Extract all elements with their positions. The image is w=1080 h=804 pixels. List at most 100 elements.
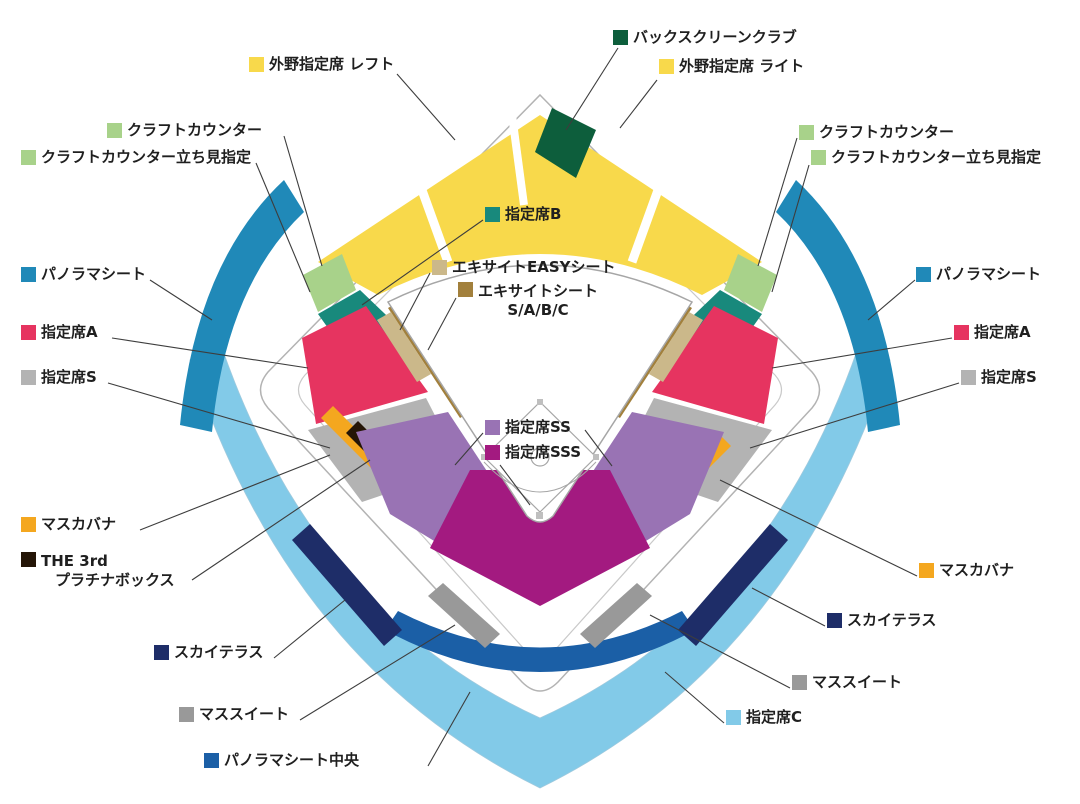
swatch-rect xyxy=(107,122,122,138)
label-text: クラフトカウンター立ち見指定 xyxy=(41,148,252,166)
swatch-rect xyxy=(154,644,169,660)
swatch-rect xyxy=(485,206,500,222)
leader-line xyxy=(283,135,323,267)
color-swatch xyxy=(613,29,628,45)
region-panorama-left[interactable] xyxy=(180,180,304,432)
label-mas-suite-right: マススイート xyxy=(792,673,902,692)
region-shitei-a-left[interactable] xyxy=(302,306,428,424)
label-text-group: THE 3rd プラチナボックス xyxy=(41,552,175,590)
leader-line xyxy=(111,337,309,369)
region-mas-suite-left[interactable] xyxy=(428,583,500,648)
field-outline xyxy=(386,264,694,523)
color-swatch xyxy=(154,644,169,660)
leader-line xyxy=(396,73,456,141)
label-shitei-s-right: 指定席S xyxy=(961,368,1037,387)
label-text: マススイート xyxy=(812,673,903,691)
region-sky-terrace-left[interactable] xyxy=(292,524,402,646)
label-text-line1: エキサイトシート xyxy=(478,282,599,300)
swatch-rect xyxy=(21,516,36,532)
label-text-line1: THE 3rd xyxy=(41,552,108,570)
region-mas-suite-right[interactable] xyxy=(580,583,652,648)
label-shitei-ss: 指定席SS xyxy=(485,418,571,437)
aisle-gap xyxy=(409,166,453,264)
label-text: 外野指定席 ライト xyxy=(679,57,805,75)
label-mas-cabana-right: マスカバナ xyxy=(919,561,1014,580)
label-craft-standing-left: クラフトカウンター立ち見指定 xyxy=(21,148,251,167)
region-craft-counter-left[interactable] xyxy=(303,254,356,312)
label-panorama-right: パノラマシート xyxy=(916,265,1041,284)
region-shitei-sss[interactable] xyxy=(430,470,650,606)
swatch-rect xyxy=(249,56,264,72)
label-text: 指定席A xyxy=(41,323,98,341)
region-excite-easy-right[interactable] xyxy=(649,312,703,382)
swatch-rect xyxy=(792,674,807,690)
label-mas-cabana-left: マスカバナ xyxy=(21,515,116,534)
label-text-line2: プラチナボックス xyxy=(55,570,175,589)
label-craft-counter-left: クラフトカウンター xyxy=(107,121,262,140)
swatch-rect xyxy=(21,552,36,567)
color-swatch xyxy=(726,709,741,725)
region-backscreen-club[interactable] xyxy=(535,108,596,178)
region-shitei-a-right[interactable] xyxy=(652,306,778,424)
swatch-rect xyxy=(485,444,500,460)
label-text: マスカバナ xyxy=(41,515,117,533)
label-text: パノラマシート xyxy=(41,265,147,283)
region-sky-terrace-right[interactable] xyxy=(678,524,788,646)
label-text: バックスクリーンクラブ xyxy=(633,28,797,46)
leader-line xyxy=(427,297,457,351)
color-swatch xyxy=(21,552,36,567)
color-swatch xyxy=(458,282,473,297)
color-swatch xyxy=(21,149,36,165)
color-swatch xyxy=(485,419,500,435)
swatch-rect xyxy=(21,324,36,340)
label-shitei-sss: 指定席SSS xyxy=(485,443,581,462)
color-swatch xyxy=(659,58,674,74)
color-swatch xyxy=(792,674,807,690)
leader-line xyxy=(719,479,918,577)
label-shitei-a-right: 指定席A xyxy=(954,323,1031,342)
label-shitei-a-left: 指定席A xyxy=(21,323,98,342)
leader-line xyxy=(584,429,613,467)
label-excite-easy: エキサイトEASYシート xyxy=(432,258,616,277)
aisle-gap xyxy=(627,166,671,264)
color-swatch xyxy=(919,562,934,578)
swatch-rect xyxy=(659,58,674,74)
swatch-rect xyxy=(613,29,628,45)
swatch-rect xyxy=(485,419,500,435)
leader-lines xyxy=(107,47,960,767)
label-backscreen-club: バックスクリーンクラブ xyxy=(613,28,797,47)
color-swatch xyxy=(916,266,931,282)
region-panorama-right[interactable] xyxy=(776,180,900,432)
color-swatch xyxy=(485,444,500,460)
swatch-rect xyxy=(726,709,741,725)
leader-line xyxy=(149,279,213,321)
label-panorama-center: パノラマシート中央 xyxy=(204,751,359,770)
leader-line xyxy=(273,599,346,659)
color-swatch xyxy=(21,516,36,532)
leader-line xyxy=(771,337,953,369)
swatch-rect xyxy=(827,612,842,628)
color-swatch xyxy=(811,149,826,165)
label-text: 指定席SS xyxy=(505,418,571,436)
color-swatch xyxy=(107,122,122,138)
label-sky-terrace-left: スカイテラス xyxy=(154,643,263,662)
label-text: クラフトカウンター xyxy=(819,123,955,141)
swatch-rect xyxy=(432,259,447,275)
label-text: 指定席B xyxy=(505,205,562,223)
label-mas-suite-left: マススイート xyxy=(179,705,289,724)
color-swatch xyxy=(179,706,194,722)
label-text: 指定席A xyxy=(974,323,1031,341)
leader-line xyxy=(867,279,916,321)
third-base xyxy=(481,454,487,460)
aisle-gap xyxy=(508,114,528,206)
swatch-rect xyxy=(21,369,36,385)
region-panorama-center[interactable] xyxy=(385,611,695,672)
swatch-rect xyxy=(179,706,194,722)
swatch-rect xyxy=(458,282,473,297)
region-outfield-yellow[interactable] xyxy=(318,115,762,295)
leader-line xyxy=(427,691,471,767)
region-excite-easy-left[interactable] xyxy=(377,312,431,382)
swatch-rect xyxy=(21,266,36,282)
region-craft-counter-right[interactable] xyxy=(724,254,777,312)
